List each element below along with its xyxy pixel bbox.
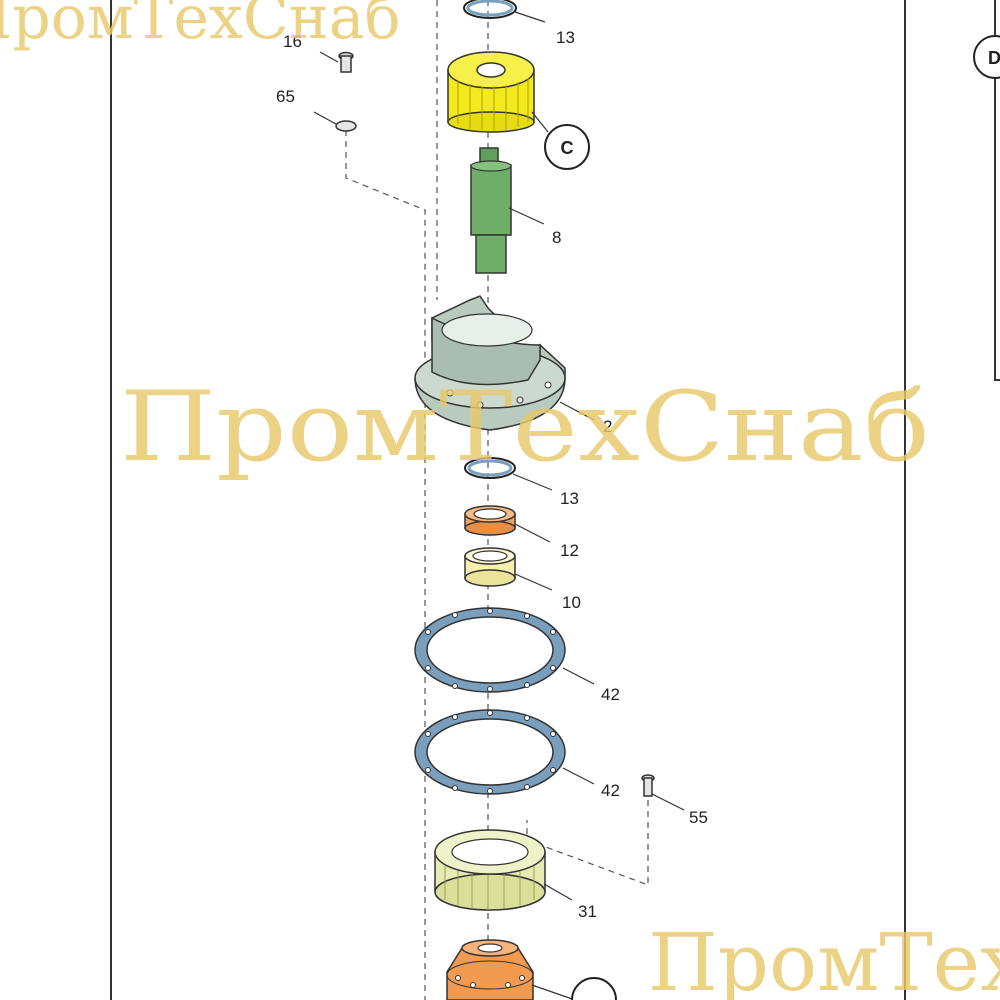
label-42-b: 42 <box>601 781 620 800</box>
callout-d-letter: D <box>988 48 1000 68</box>
part-2-housing <box>414 295 566 431</box>
bolt-16-axis <box>345 130 426 380</box>
label-31: 31 <box>578 902 597 921</box>
label-16: 16 <box>283 32 302 51</box>
part-12-seal <box>464 505 516 536</box>
callout-c-letter: C <box>561 138 574 158</box>
part-13-top-inner <box>466 0 514 17</box>
label-13-mid: 13 <box>560 489 579 508</box>
part-13-ring <box>464 457 516 479</box>
part-55-bolt <box>641 774 655 797</box>
watermark-main: ПромТехСнаб <box>120 371 930 483</box>
part-gear-c <box>447 51 535 133</box>
part-16-bolt <box>338 51 354 73</box>
part-hub <box>446 939 534 1000</box>
label-2: 2 <box>603 417 612 436</box>
callout-c: C <box>544 124 590 170</box>
part-10-bushing <box>464 547 516 587</box>
leader-lines <box>313 11 685 1000</box>
callout-d: D <box>973 35 1000 79</box>
part-13-ring-inner <box>467 459 513 477</box>
label-10: 10 <box>562 593 581 612</box>
part-8-shaft <box>470 147 512 274</box>
part-42-gasket-2 <box>414 709 566 795</box>
part-42-gasket-1 <box>414 607 566 693</box>
callout-bottom-partial <box>571 977 617 1000</box>
part-65-washer <box>335 120 357 132</box>
label-42-a: 42 <box>601 685 620 704</box>
label-13-top: 13 <box>556 28 575 47</box>
bolt-55-axis <box>526 800 649 886</box>
label-55: 55 <box>689 808 708 827</box>
watermark-bottom: ПромТехСнаб <box>648 916 1000 1000</box>
part-13-top <box>463 0 517 19</box>
label-65: 65 <box>276 87 295 106</box>
label-8: 8 <box>552 228 561 247</box>
part-31-ring-gear <box>434 829 546 911</box>
label-12: 12 <box>560 541 579 560</box>
side-panel-border <box>994 0 1000 381</box>
watermark-top: ПромТехСнаб <box>0 0 401 53</box>
